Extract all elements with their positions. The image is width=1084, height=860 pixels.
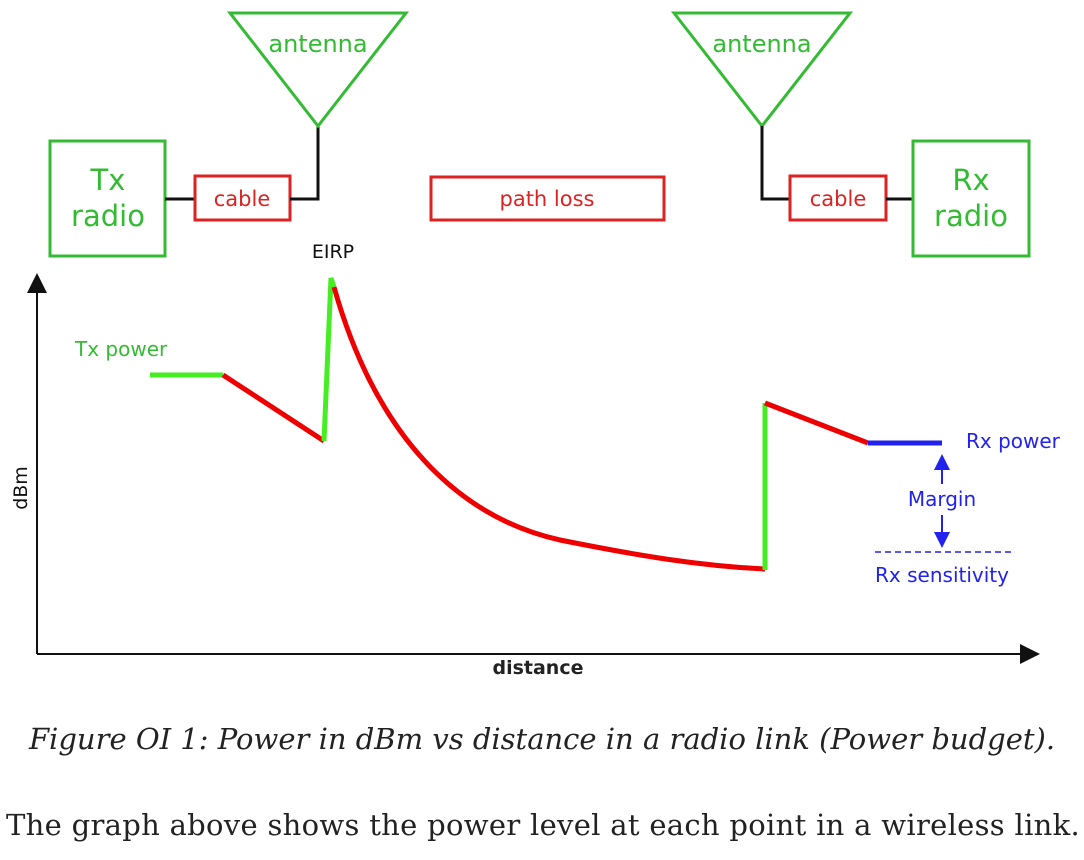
tx-cable-loss-segment <box>221 372 326 444</box>
rx-antenna: antenna <box>670 11 854 129</box>
rx-sensitivity-label: Rx sensitivity <box>875 563 1009 587</box>
tx-radio-label-line2: radio <box>71 199 145 233</box>
body-paragraph: The graph above shows the power level at… <box>6 808 1081 842</box>
rx-cable-loss-segment <box>764 400 869 446</box>
tx-antenna-label: antenna <box>268 30 367 58</box>
tx-radio-label-line1: Tx <box>90 163 126 197</box>
tx-wire-cable-antenna <box>290 126 320 201</box>
rx-wire-antenna-cable <box>760 126 790 201</box>
path-loss-box: path loss <box>429 175 666 222</box>
rx-cable-label: cable <box>810 187 867 211</box>
margin-label: Margin <box>908 487 976 511</box>
rx-radio-label-line2: radio <box>934 199 1008 233</box>
power-budget-diagram: Tx radio cable antenna path loss antenna… <box>10 11 1061 679</box>
eirp-label: EIRP <box>312 241 354 263</box>
tx-cable-box: cable <box>193 174 292 222</box>
rx-power-label: Rx power <box>966 429 1061 453</box>
rx-cable-box: cable <box>788 174 888 222</box>
tx-radio-box: Tx radio <box>48 139 167 258</box>
tx-cable-label: cable <box>214 187 271 211</box>
x-axis-label: distance <box>492 657 583 679</box>
rx-antenna-label: antenna <box>712 30 811 58</box>
rx-radio-label-line1: Rx <box>952 163 989 197</box>
y-axis-label: dBm <box>10 466 32 510</box>
tx-antenna: antenna <box>226 11 410 129</box>
tx-antenna-gain-segment <box>321 277 337 442</box>
path-loss-label: path loss <box>500 187 595 211</box>
figure-caption: Figure OI 1: Power in dBm vs distance in… <box>28 722 1056 756</box>
rx-radio-box: Rx radio <box>911 139 1031 258</box>
path-loss-curve <box>331 286 766 572</box>
tx-power-label: Tx power <box>74 337 168 361</box>
